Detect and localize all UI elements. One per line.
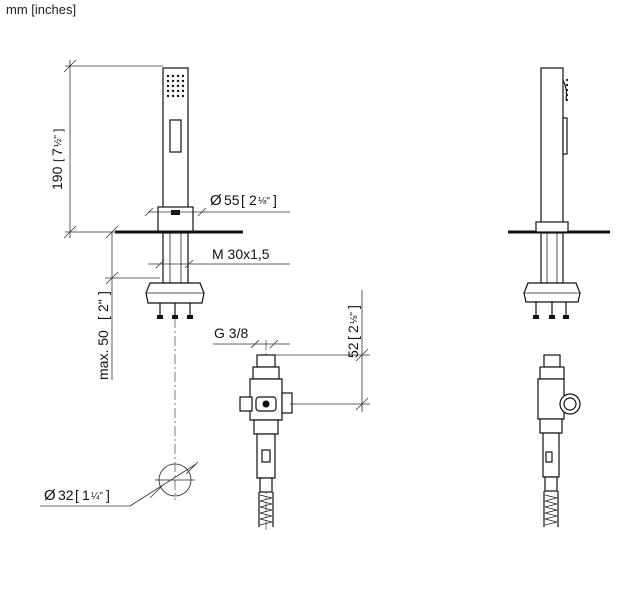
svg-text:[: [	[241, 192, 245, 208]
svg-text:]: ]	[51, 129, 65, 132]
height-inch: 7	[49, 148, 65, 156]
hole-diameter-inch: 1	[82, 487, 90, 503]
hole-diameter-inch-fraction: ¼"	[91, 490, 103, 502]
diverter-valve-side	[537, 354, 581, 527]
max-depth-inch: 2"	[95, 299, 111, 312]
svg-text:[: [	[51, 158, 65, 162]
max-depth-dimension: max. 50 [ 2" ]	[95, 225, 160, 380]
flange-diameter-dimension: Ø 55 [ 2 ⅛" ]	[144, 192, 290, 217]
inlet-thread-dimension: G 3/8	[213, 325, 290, 349]
hole-diameter-mm: 32	[58, 487, 74, 503]
thread-label: M 30x1,5	[212, 246, 270, 262]
front-view	[115, 67, 243, 500]
inlet-thread-label: G 3/8	[214, 325, 248, 341]
svg-text:[: [	[95, 316, 111, 320]
diameter-symbol: Ø	[210, 192, 222, 209]
flange-diameter-inch: 2	[249, 192, 257, 208]
mounting-stem	[162, 232, 189, 284]
hand-shower-side	[540, 67, 564, 229]
flange-diameter-inch-fraction: ⅛"	[258, 196, 270, 207]
inlet-height-mm: 52	[345, 342, 361, 358]
nozzle-grid	[166, 74, 185, 98]
svg-text:]: ]	[106, 487, 110, 503]
svg-text:]: ]	[95, 291, 111, 295]
diameter-symbol-2: Ø	[44, 487, 56, 504]
svg-text:]: ]	[345, 305, 361, 309]
height-inch-fraction: ½"	[53, 135, 64, 147]
side-view	[508, 67, 610, 319]
hole-diameter-dimension: Ø 32 [ 1 ¼" ]	[40, 461, 199, 507]
svg-text:]: ]	[273, 192, 277, 208]
inlet-height-inch-fraction: ⅛"	[349, 312, 360, 324]
flange-diameter-mm: 55	[224, 192, 240, 208]
shower-button	[169, 119, 182, 153]
svg-text:[: [	[75, 487, 79, 503]
svg-text:[: [	[345, 336, 361, 340]
diverter-valve-front	[239, 340, 293, 530]
units-label: mm [inches]	[6, 2, 77, 17]
max-depth-mm: max. 50	[95, 330, 111, 380]
height-mm: 190	[49, 166, 65, 190]
inlet-height-dimension: 52 [ 2 ⅛" ]	[275, 290, 370, 412]
inlet-height-inch: 2	[345, 325, 361, 333]
height-dimension: 190 [ 7 ½" ]	[49, 59, 163, 239]
thread-dimension: M 30x1,5	[148, 246, 290, 269]
